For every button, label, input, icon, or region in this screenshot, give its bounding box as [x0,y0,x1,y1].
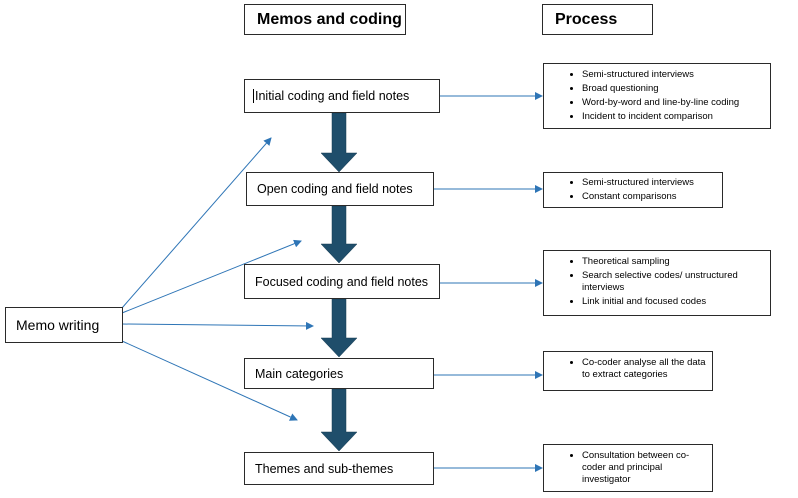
down-arrow-1 [320,112,358,173]
process-item: Theoretical sampling [582,256,764,270]
process-item: Semi-structured interviews [582,177,716,191]
down-arrow-2 [320,205,358,264]
memo-writing-box: Memo writing [5,307,123,343]
memo-arrow-3 [121,321,314,330]
stage-focused-coding: Focused coding and field notes [244,264,440,299]
process-item: Link initial and focused codes [582,296,764,310]
process-item: Constant comparisons [582,191,716,205]
process-list: Semi-structured interviews Constant comp… [544,177,716,205]
down-arrow-3 [320,298,358,358]
stage-main-categories: Main categories [244,358,434,389]
process-list: Theoretical sampling Search selective co… [544,256,764,310]
stage-label: Main categories [255,366,344,381]
process-item: Incident to incident comparison [582,111,764,125]
process-list: Semi-structured interviews Broad questio… [544,69,764,125]
stage-label: Focused coding and field notes [255,274,429,289]
stage-label: Open coding and field notes [257,182,413,196]
process-item: Search selective codes/ unstructured int… [582,270,764,296]
process-item: Word-by-word and line-by-line coding [582,97,764,111]
header-memos-and-coding: Memos and coding [244,4,406,35]
process-box-3: Theoretical sampling Search selective co… [543,250,771,316]
process-box-2: Semi-structured interviews Constant comp… [543,172,723,208]
text-cursor [253,89,254,103]
process-item: Co-coder analyse all the data to extract… [582,357,706,383]
down-arrow-4 [320,388,358,452]
stage-open-coding: Open coding and field notes [246,172,434,206]
stage-label: Themes and sub-themes [255,461,394,476]
process-item: Broad questioning [582,83,764,97]
process-item: Semi-structured interviews [582,69,764,83]
stage-themes: Themes and sub-themes [244,452,434,485]
process-item: Consultation between co-coder and princi… [582,450,706,488]
memo-arrow-2 [121,239,302,314]
process-list: Co-coder analyse all the data to extract… [544,357,706,383]
process-box-4: Co-coder analyse all the data to extract… [543,351,713,391]
header-process: Process [542,4,653,35]
process-list: Consultation between co-coder and princi… [544,450,706,488]
process-box-1: Semi-structured interviews Broad questio… [543,63,771,129]
process-box-5: Consultation between co-coder and princi… [543,444,713,492]
stage-label: Initial coding and field notes [255,89,410,103]
memo-arrow-1 [121,137,272,309]
memo-arrow-4 [121,340,298,421]
stage-initial-coding: Initial coding and field notes [244,79,440,113]
